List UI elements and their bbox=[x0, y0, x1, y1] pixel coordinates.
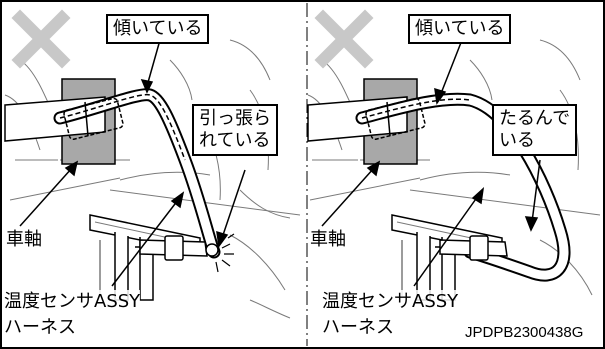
right-leaders bbox=[321, 39, 541, 287]
right-x-mark-icon bbox=[314, 9, 374, 69]
right-sensor-label-line1: 温度センサASSY bbox=[322, 290, 459, 314]
right-tilted-callout: 傾いている bbox=[408, 14, 512, 44]
figure-code: JPDPB2300438G bbox=[465, 324, 584, 341]
left-axle-label: 車軸 bbox=[6, 228, 42, 252]
right-harness-centerline bbox=[361, 98, 471, 119]
left-tilted-callout: 傾いている bbox=[106, 14, 210, 44]
right-sensor-label-line2: ハーネス bbox=[322, 316, 394, 340]
left-stress-burst-icon bbox=[215, 233, 235, 273]
left-clamp bbox=[63, 97, 124, 140]
left-x-mark-icon bbox=[11, 9, 71, 69]
left-leaders bbox=[19, 39, 246, 287]
left-sensor-label-line1: 温度センサASSY bbox=[4, 290, 141, 314]
left-sensor-label-line2: ハーネス bbox=[4, 316, 76, 340]
right-axle-label: 車軸 bbox=[310, 228, 346, 252]
left-harness-centerline bbox=[59, 93, 186, 161]
right-clamp bbox=[365, 97, 426, 140]
left-pulled-callout: 引っ張ら れている bbox=[192, 104, 278, 156]
right-slack-callout: たるんで いる bbox=[492, 104, 578, 156]
right-sensor-connector bbox=[435, 235, 508, 261]
